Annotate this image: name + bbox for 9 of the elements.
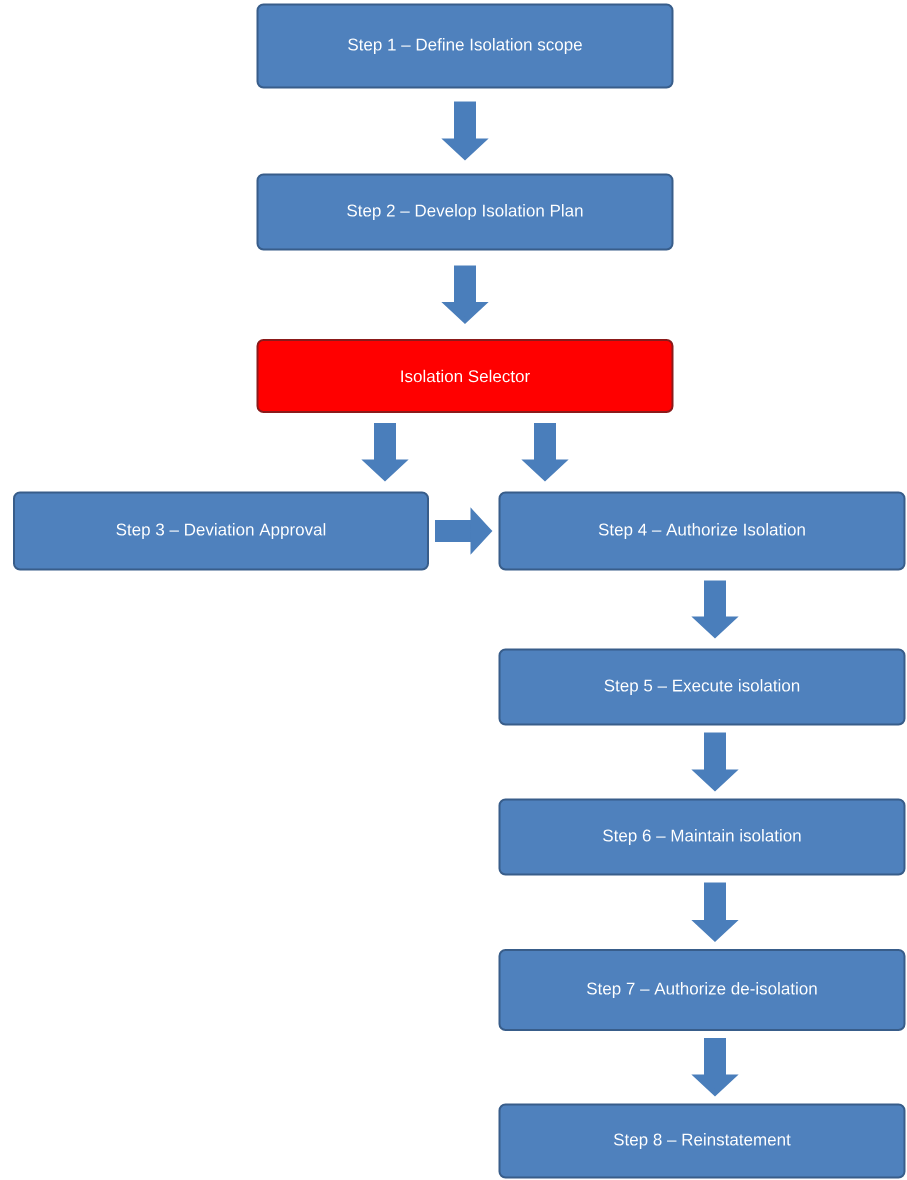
process-box: Step 8 – Reinstatement [498, 1103, 906, 1179]
process-box: Step 3 – Deviation Approval [13, 491, 429, 571]
process-box: Step 6 – Maintain isolation [498, 798, 906, 876]
process-box: Step 2 – Develop Isolation Plan [256, 173, 674, 251]
process-box: Step 7 – Authorize de-isolation [498, 949, 906, 1031]
process-box: Step 1 – Define Isolation scope [256, 3, 674, 89]
process-box: Step 4 – Authorize Isolation [498, 491, 906, 571]
process-box: Step 5 – Execute isolation [498, 648, 906, 726]
selector-box: Isolation Selector [256, 339, 674, 413]
